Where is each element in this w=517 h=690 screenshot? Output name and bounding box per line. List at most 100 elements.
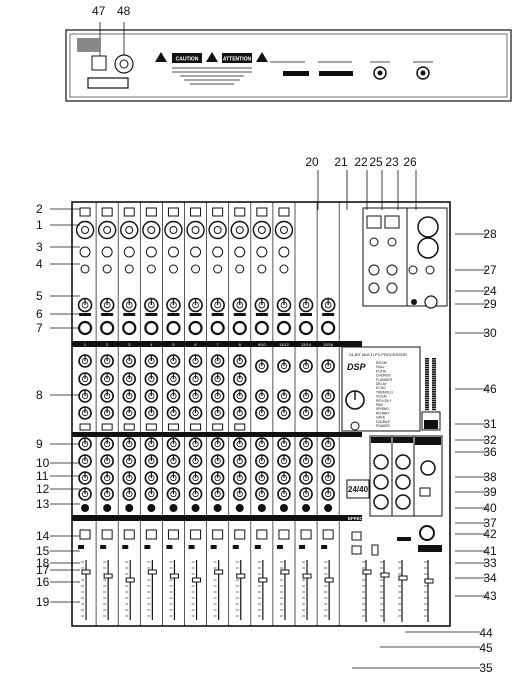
gain-knob[interactable] [298,297,314,313]
mute-button[interactable] [256,529,268,540]
gain-knob[interactable] [121,297,137,313]
send-knob[interactable] [122,437,137,451]
eq-knob[interactable] [166,354,181,368]
power-switch[interactable] [91,55,107,71]
send-knob[interactable] [100,471,114,485]
mute-button[interactable] [101,529,113,540]
eq-knob[interactable] [277,406,291,420]
eq-knob[interactable] [299,389,313,403]
send-knob[interactable] [299,437,313,451]
send-knob[interactable] [232,437,247,451]
eq-knob[interactable] [144,354,159,368]
gain-knob[interactable] [166,297,181,313]
send-knob[interactable] [299,487,313,501]
send-knob[interactable] [166,437,181,451]
eq-knob[interactable] [122,354,137,368]
mute-button[interactable] [79,529,91,540]
eq-knob[interactable] [166,372,181,386]
send-knob[interactable] [277,471,291,485]
send-knob[interactable] [166,487,181,501]
fader-cap[interactable] [147,569,157,575]
eq-knob[interactable] [166,389,181,403]
send-knob[interactable] [210,437,225,451]
eq-knob[interactable] [144,372,159,386]
fader-cap[interactable] [192,577,202,583]
fader-cap[interactable] [103,573,113,579]
fader-cap[interactable] [214,569,224,575]
eq-knob[interactable] [78,389,92,403]
mute-button[interactable] [300,529,312,540]
mute-button[interactable] [145,529,157,540]
send-knob[interactable] [100,437,114,451]
eq-knob[interactable] [188,389,203,403]
eq-knob[interactable] [232,354,247,368]
eq-knob[interactable] [210,372,225,386]
send-knob[interactable] [277,487,291,501]
eq-knob[interactable] [100,389,114,403]
eq-knob[interactable] [232,389,247,403]
send-knob[interactable] [255,471,269,485]
send-knob[interactable] [232,454,247,468]
gain-knob[interactable] [144,297,159,313]
fader-cap[interactable] [125,577,135,583]
send-knob[interactable] [277,454,291,468]
send-knob[interactable] [321,471,335,485]
send-knob[interactable] [166,454,181,468]
send-knob[interactable] [299,454,313,468]
eq-knob[interactable] [321,389,335,403]
gain-knob[interactable] [188,297,203,313]
send-knob[interactable] [100,454,114,468]
send-knob[interactable] [210,454,225,468]
send-knob[interactable] [255,487,269,501]
send-knob[interactable] [188,487,203,501]
send-knob[interactable] [188,454,203,468]
master-fader[interactable] [380,560,390,622]
eq-knob[interactable] [122,389,137,403]
send-knob[interactable] [122,471,137,485]
send-knob[interactable] [78,487,92,501]
gain-knob[interactable] [320,297,336,313]
mute-button[interactable] [123,529,135,540]
gain-knob[interactable] [77,297,93,313]
eq-knob[interactable] [188,406,203,420]
eq-knob[interactable] [78,406,92,420]
mute-button[interactable] [234,529,246,540]
send-knob[interactable] [188,471,203,485]
send-knob[interactable] [144,487,159,501]
fader-cap[interactable] [81,569,91,575]
send-knob[interactable] [78,471,92,485]
send-knob[interactable] [321,437,335,451]
send-knob[interactable] [144,437,159,451]
eq-knob[interactable] [255,406,269,420]
fader-cap[interactable] [169,573,179,579]
eq-knob[interactable] [232,406,247,420]
eq-knob[interactable] [277,389,291,403]
send-knob[interactable] [100,487,114,501]
gain-knob[interactable] [276,297,292,313]
eq-knob[interactable] [210,406,225,420]
send-knob[interactable] [299,471,313,485]
gain-knob[interactable] [99,297,115,313]
send-knob[interactable] [144,471,159,485]
eq-knob[interactable] [144,406,159,420]
eq-knob[interactable] [122,406,137,420]
master-fader[interactable] [362,560,372,622]
eq-knob[interactable] [232,372,247,386]
eq-knob[interactable] [188,372,203,386]
eq-knob[interactable] [122,372,137,386]
send-knob[interactable] [255,454,269,468]
eq-knob[interactable] [210,389,225,403]
eq-knob[interactable] [210,354,225,368]
fader-cap[interactable] [280,569,290,575]
send-knob[interactable] [78,437,92,451]
eq-knob[interactable] [277,359,291,373]
send-knob[interactable] [188,437,203,451]
send-knob[interactable] [277,437,291,451]
eq-knob[interactable] [144,389,159,403]
gain-knob[interactable] [232,297,248,313]
send-knob[interactable] [321,454,335,468]
send-knob[interactable] [210,487,225,501]
send-knob[interactable] [166,471,181,485]
eq-knob[interactable] [255,359,269,373]
fader-cap[interactable] [236,573,246,579]
